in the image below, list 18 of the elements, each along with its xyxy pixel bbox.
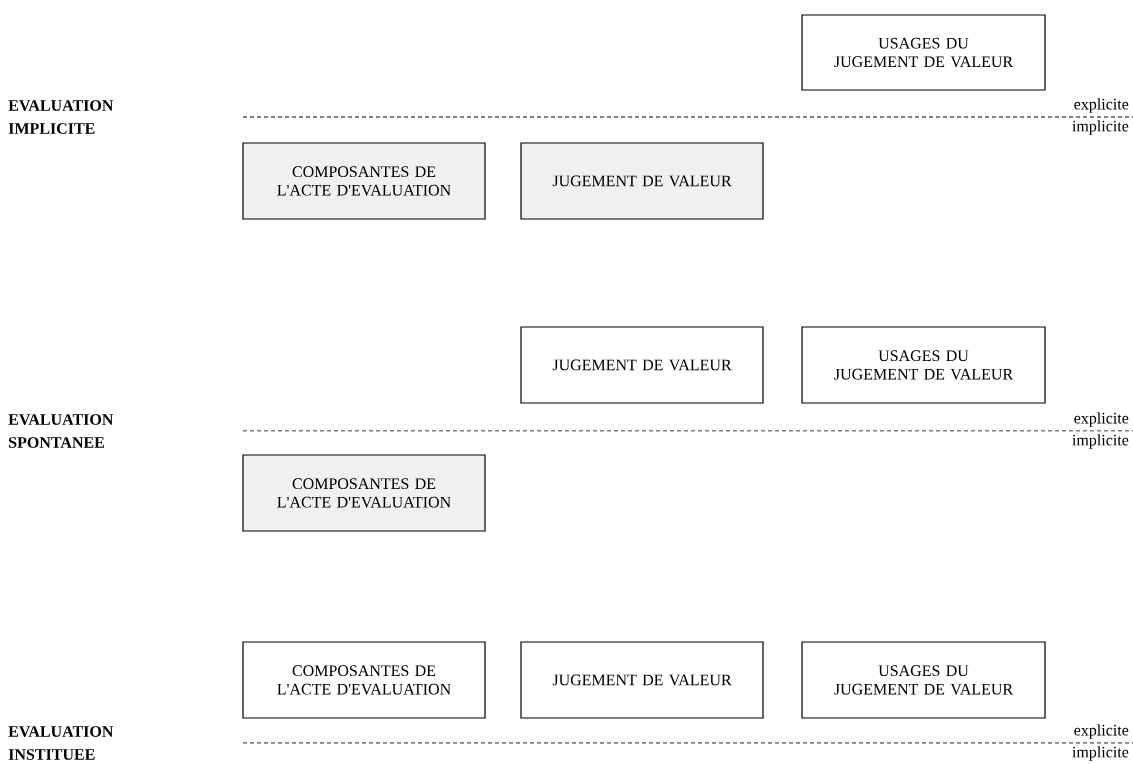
- process-box: JUGEMENT DE VALEUR: [520, 641, 764, 719]
- process-box: JUGEMENT DE VALEUR: [520, 326, 764, 404]
- section-title: EVALUATION IMPLICITE: [8, 100, 114, 134]
- level-label: implicite: [1072, 746, 1129, 761]
- level-label: implicite: [1072, 120, 1129, 135]
- process-box: COMPOSANTES DE L'ACTE D'EVALUATION: [242, 454, 486, 532]
- process-box: COMPOSANTES DE L'ACTE D'EVALUATION: [242, 641, 486, 719]
- level-label: explicite: [1074, 724, 1129, 739]
- level-label: explicite: [1074, 98, 1129, 113]
- process-box: USAGES DU JUGEMENT DE VALEUR: [801, 14, 1046, 91]
- process-box: USAGES DU JUGEMENT DE VALEUR: [801, 641, 1046, 719]
- section-title: EVALUATION INSTITUEE: [8, 726, 114, 760]
- process-box: COMPOSANTES DE L'ACTE D'EVALUATION: [242, 142, 486, 220]
- process-box: USAGES DU JUGEMENT DE VALEUR: [801, 326, 1046, 404]
- level-label: explicite: [1074, 412, 1129, 427]
- section-title: EVALUATION SPONTANEE: [8, 414, 114, 448]
- level-label: implicite: [1072, 434, 1129, 449]
- process-box: JUGEMENT DE VALEUR: [520, 142, 764, 220]
